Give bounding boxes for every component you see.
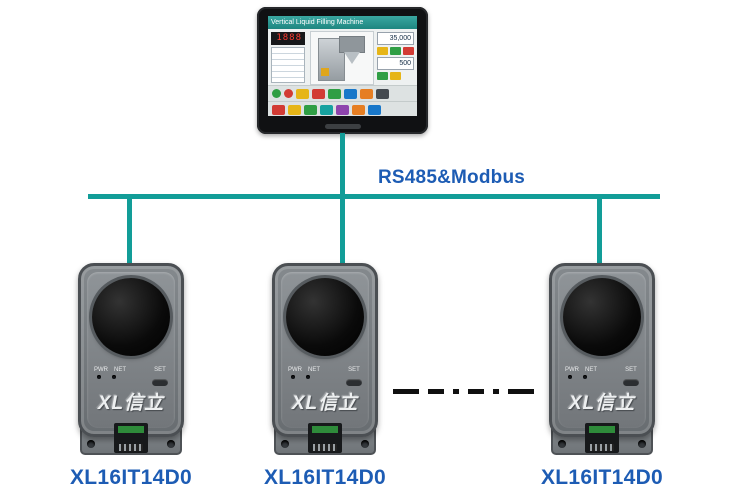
device-model-label: XL16IT14D0 xyxy=(540,466,664,489)
status-leds: PWR NET xyxy=(94,367,126,379)
antenna-dome xyxy=(286,278,364,356)
mount-hole-icon xyxy=(281,440,289,448)
machine-illustration xyxy=(310,31,374,85)
dash xyxy=(468,389,484,394)
red-key-icon xyxy=(403,47,414,55)
red-button-icon xyxy=(312,88,325,99)
yellow-button-icon xyxy=(296,88,309,99)
blue-button-icon xyxy=(344,88,357,99)
device-3-drop-line xyxy=(597,197,602,265)
dash xyxy=(453,389,459,394)
device-model-label: XL16IT14D0 xyxy=(69,466,193,489)
button-strip-2 xyxy=(377,72,414,80)
dash xyxy=(508,389,534,394)
net-led-icon xyxy=(306,375,310,379)
set-button xyxy=(346,379,362,386)
continuation-ellipsis xyxy=(393,389,546,394)
device-model-label: XL16IT14D0 xyxy=(263,466,387,489)
yellow-key-icon xyxy=(390,72,401,80)
data-table-graphic xyxy=(271,47,305,83)
value-readout-2: 500 xyxy=(377,57,414,70)
remote-io-module-1: PWR NET SET XL信立 xyxy=(78,263,184,455)
pwr-led-label: PWR xyxy=(288,367,302,373)
dark-button-icon xyxy=(376,88,389,99)
terminal-connector xyxy=(585,423,619,453)
module-enclosure: PWR NET SET XL信立 xyxy=(272,263,378,437)
device-1-drop-line xyxy=(127,197,132,265)
status-leds: PWR NET xyxy=(288,367,320,379)
machine-head xyxy=(339,36,365,53)
orange-button-icon xyxy=(352,104,365,115)
mount-hole-icon xyxy=(558,440,566,448)
dash xyxy=(493,389,499,394)
net-led-label: NET xyxy=(114,367,126,373)
net-led-icon xyxy=(112,375,116,379)
seven-segment-display: 1888 xyxy=(271,32,305,45)
hmi-screen-body: 1888 35,000 500 xyxy=(268,29,417,85)
pwr-led-icon xyxy=(568,375,572,379)
terminal-connector xyxy=(114,423,148,453)
red-button-icon xyxy=(272,104,285,115)
mount-hole-icon xyxy=(87,440,95,448)
green-key-icon xyxy=(390,47,401,55)
yellow-key-icon xyxy=(377,47,388,55)
value-readout-1: 35,000 xyxy=(377,32,414,45)
hmi-brand-logo xyxy=(324,124,361,129)
mount-hole-icon xyxy=(638,440,646,448)
brand-logo-text: XL信立 xyxy=(97,393,165,414)
bus-protocol-label: RS485&Modbus xyxy=(378,167,526,188)
dash xyxy=(393,389,419,394)
device-2-drop-line xyxy=(340,197,345,265)
teal-button-icon xyxy=(320,104,333,115)
red-indicator-icon xyxy=(284,89,293,98)
status-leds: PWR NET xyxy=(565,367,597,379)
button-strip-1 xyxy=(377,47,414,55)
pwr-led-label: PWR xyxy=(94,367,108,373)
hmi-touch-panel: Vertical Liquid Filling Machine 1888 35,… xyxy=(257,7,428,134)
machine-accent xyxy=(321,68,329,76)
orange-button-icon xyxy=(360,88,373,99)
set-button xyxy=(152,379,168,386)
net-led-label: NET xyxy=(585,367,597,373)
hmi-right-panel: 35,000 500 xyxy=(377,32,414,82)
remote-io-module-2: PWR NET SET XL信立 xyxy=(272,263,378,455)
machine-hopper xyxy=(344,52,360,64)
hmi-screen-title: Vertical Liquid Filling Machine xyxy=(268,16,417,29)
brand-logo-text: XL信立 xyxy=(291,393,359,414)
remote-io-module-3: PWR NET SET XL信立 xyxy=(549,263,655,455)
set-button-label: SET xyxy=(348,367,360,373)
hmi-screen: Vertical Liquid Filling Machine 1888 35,… xyxy=(268,16,417,116)
net-led-label: NET xyxy=(308,367,320,373)
module-enclosure: PWR NET SET XL信立 xyxy=(78,263,184,437)
yellow-button-icon xyxy=(288,104,301,115)
green-button-icon xyxy=(328,88,341,99)
antenna-dome xyxy=(92,278,170,356)
brand-logo-text: XL信立 xyxy=(568,393,636,414)
pwr-led-label: PWR xyxy=(565,367,579,373)
net-led-icon xyxy=(583,375,587,379)
green-key-icon xyxy=(377,72,388,80)
hmi-button-row-2 xyxy=(268,101,417,116)
set-button-label: SET xyxy=(154,367,166,373)
hmi-button-row-1 xyxy=(268,85,417,101)
green-indicator-icon xyxy=(272,89,281,98)
module-enclosure: PWR NET SET XL信立 xyxy=(549,263,655,437)
terminal-connector xyxy=(308,423,342,453)
mount-hole-icon xyxy=(361,440,369,448)
purple-button-icon xyxy=(336,104,349,115)
hmi-left-panel: 1888 xyxy=(271,32,305,83)
green-button-icon xyxy=(304,104,317,115)
hmi-drop-line xyxy=(340,133,345,196)
mount-hole-icon xyxy=(167,440,175,448)
dash xyxy=(428,389,444,394)
pwr-led-icon xyxy=(291,375,295,379)
pwr-led-icon xyxy=(97,375,101,379)
rs485-bus-line xyxy=(88,194,660,199)
set-button xyxy=(623,379,639,386)
set-button-label: SET xyxy=(625,367,637,373)
blue-button-icon xyxy=(368,104,381,115)
antenna-dome xyxy=(563,278,641,356)
